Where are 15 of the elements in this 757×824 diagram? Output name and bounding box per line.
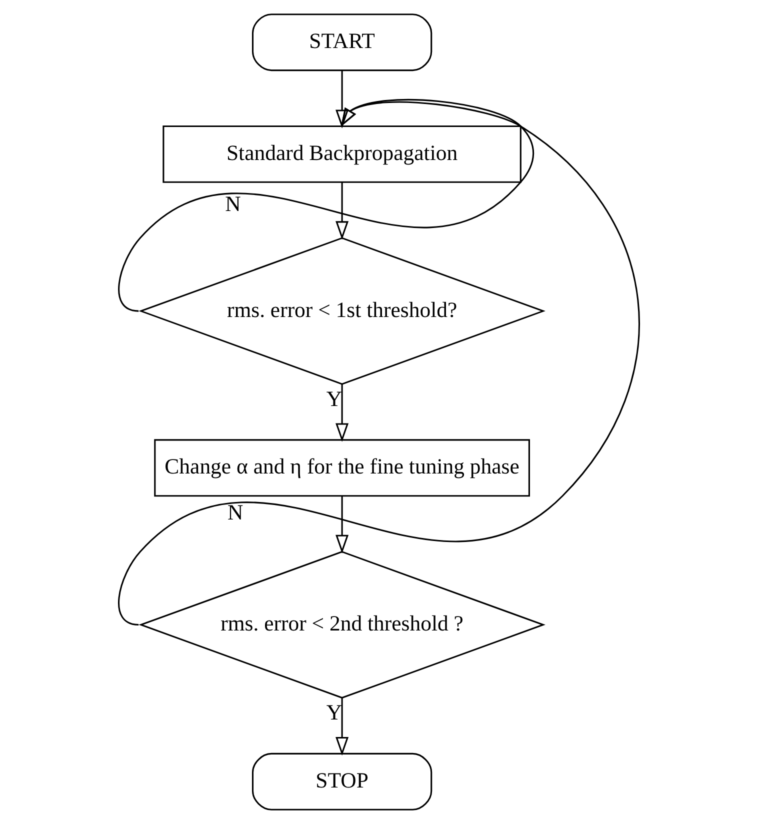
- edge-label: N: [224, 192, 240, 216]
- arrow: [335, 496, 348, 554]
- edge-label: Y: [326, 700, 342, 725]
- arrow: [335, 384, 348, 442]
- edge-label: N: [227, 500, 243, 525]
- node-box: START: [251, 14, 432, 72]
- edge-label: Y: [326, 386, 342, 411]
- arrow: [335, 698, 348, 756]
- node-diamond: rms. error < 2nd threshold ?: [138, 550, 545, 699]
- arrow: [335, 182, 348, 240]
- arrow: [335, 70, 348, 128]
- node-diamond: rms. error < 1st threshold?: [138, 237, 545, 385]
- node-box: Standard Backpropagation: [162, 125, 521, 183]
- node-box: Change α and η for the fine tuning phase: [154, 439, 530, 497]
- node-box: STOP: [251, 752, 432, 810]
